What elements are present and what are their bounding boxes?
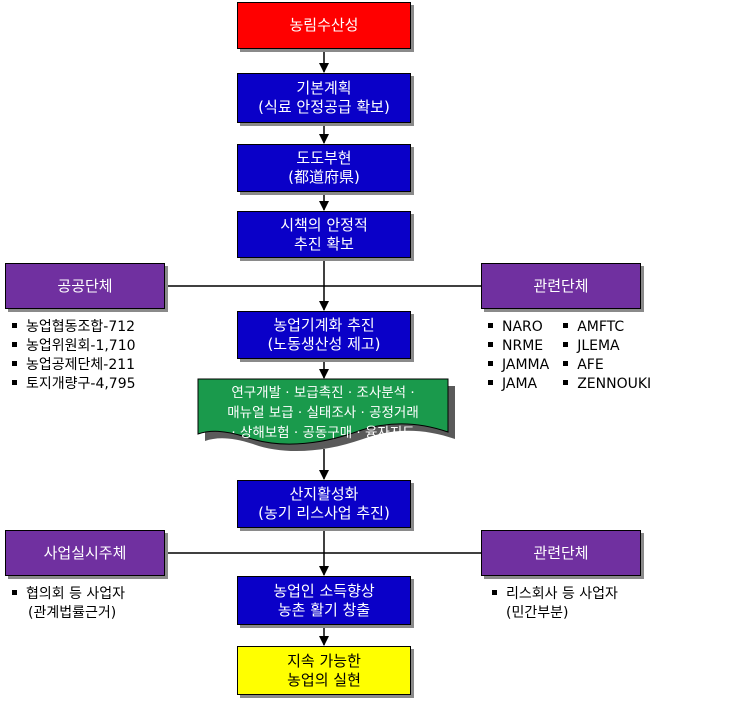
- bullet-icon: [563, 341, 569, 347]
- activities-text: 연구개발 · 보급촉진 · 조사분석 · 매뉴얼 보급 · 실태조사 · 공정거…: [198, 379, 448, 447]
- prefecture-label: 도도부현: [296, 149, 352, 167]
- goal-sublabel: 농업의 실현: [287, 670, 361, 689]
- list-item: 농업위원회-1,710: [12, 337, 136, 356]
- bullet-icon: [12, 379, 17, 385]
- list-item: AMFTC: [563, 318, 651, 337]
- bullet-icon: [12, 360, 17, 366]
- bullet-icon: [563, 322, 569, 328]
- bullet-icon: [563, 360, 569, 366]
- stable-policy-label: 시책의 안정적: [280, 215, 368, 234]
- list-item: JAMA: [488, 375, 549, 394]
- list-item-note: (민간부분): [506, 605, 569, 621]
- related-org-box-2: 관련단체: [481, 530, 641, 576]
- public-org-list: 농업협동조합-712 농업위원회-1,710 농업공제단체-211 토지개량구-…: [12, 318, 136, 394]
- basic-plan-label: 기본계획: [296, 79, 352, 97]
- production-sublabel: (농기 리스사업 추진): [258, 504, 390, 522]
- list-item: 협의회 등 사업자: [12, 585, 125, 604]
- list-item-note: (관계법률근거): [28, 605, 117, 621]
- related-org-1-title: 관련단체: [533, 276, 589, 295]
- related-org-1-col1: NARO NRME JAMMA JAMA: [488, 318, 549, 394]
- production-label: 산지활성화: [289, 485, 359, 503]
- basic-plan-box: 기본계획 (식료 안정공급 확보): [237, 73, 411, 123]
- list-item: ZENNOUKI: [563, 375, 651, 394]
- income-sublabel: 농촌 활기 창출: [277, 600, 371, 619]
- list-item: 농업공제단체-211: [12, 356, 136, 375]
- list-item: JAMMA: [488, 356, 549, 375]
- income-label: 농업인 소득향상: [273, 581, 375, 600]
- bullet-icon: [488, 379, 493, 385]
- goal-label: 지속 가능한: [287, 651, 361, 670]
- list-item: JLEMA: [563, 337, 651, 356]
- bullet-icon: [12, 589, 17, 595]
- bullet-icon: [563, 379, 569, 385]
- prefecture-sublabel: (都道府県): [288, 168, 360, 186]
- mechanization-sublabel: (노동생산성 제고): [267, 335, 381, 353]
- goal-box: 지속 가능한 농업의 실현: [237, 646, 411, 695]
- related-org-box-1: 관련단체: [481, 263, 641, 309]
- activities-line-3: · 상해보험 · 공동구매 · 융자지도: [231, 425, 415, 441]
- list-item: 토지개량구-4,795: [12, 375, 136, 394]
- bullet-icon: [488, 360, 493, 366]
- activities-line-2: 매뉴얼 보급 · 실태조사 · 공정거래: [227, 405, 419, 421]
- stable-policy-box: 시책의 안정적 추진 확보: [237, 211, 411, 258]
- income-box: 농업인 소득향상 농촌 활기 창출: [237, 576, 411, 625]
- list-item: NARO: [488, 318, 549, 337]
- ministry-label: 농림수산성: [289, 16, 359, 34]
- related-org-2-title: 관련단체: [533, 543, 589, 562]
- bullet-icon: [488, 341, 493, 347]
- related-org-2-list: 리스회사 등 사업자 (민간부분): [492, 585, 618, 623]
- list-item: 농업협동조합-712: [12, 318, 136, 337]
- operator-box: 사업실시주체: [5, 530, 165, 576]
- bullet-icon: [492, 589, 497, 595]
- prefecture-box: 도도부현 (都道府県): [237, 144, 411, 192]
- mechanization-label: 농업기계화 추진: [273, 316, 375, 334]
- activities-line-1: 연구개발 · 보급촉진 · 조사분석 ·: [231, 385, 415, 401]
- public-org-box: 공공단체: [5, 263, 165, 309]
- bullet-icon: [12, 322, 17, 328]
- production-box: 산지활성화 (농기 리스사업 추진): [237, 480, 411, 528]
- public-org-title: 공공단체: [57, 276, 113, 295]
- stable-policy-sublabel: 추진 확보: [294, 234, 354, 253]
- related-org-1-col2: AMFTC JLEMA AFE ZENNOUKI: [563, 318, 651, 394]
- list-item: AFE: [563, 356, 651, 375]
- mechanization-box: 농업기계화 추진 (노동생산성 제고): [237, 311, 411, 359]
- bullet-icon: [12, 341, 17, 347]
- activities-box: [197, 378, 449, 445]
- ministry-box: 농림수산성: [237, 2, 411, 49]
- operator-list: 협의회 등 사업자 (관계법률근거): [12, 585, 125, 623]
- bullet-icon: [488, 322, 493, 328]
- list-item: 리스회사 등 사업자: [492, 585, 618, 604]
- operator-title: 사업실시주체: [43, 543, 127, 562]
- basic-plan-sublabel: (식료 안정공급 확보): [258, 98, 390, 116]
- related-org-1-list: NARO NRME JAMMA JAMA AMFTC JLEMA AFE ZEN…: [488, 318, 651, 394]
- list-item: NRME: [488, 337, 549, 356]
